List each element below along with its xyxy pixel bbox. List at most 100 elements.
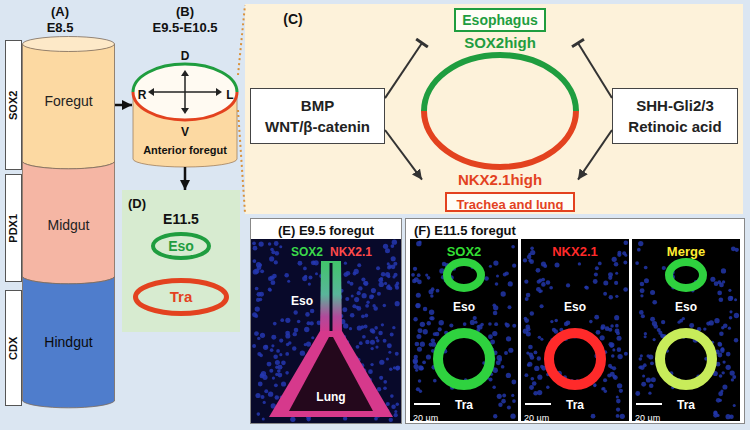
nucleus	[439, 320, 444, 325]
nucleus	[554, 319, 558, 323]
nucleus	[660, 334, 663, 337]
nucleus	[275, 373, 278, 376]
nucleus	[263, 345, 268, 350]
nucleus	[394, 410, 397, 413]
nucleus	[603, 292, 607, 296]
nucleus	[546, 385, 550, 389]
nucleus	[502, 394, 506, 398]
nucleus	[648, 354, 653, 359]
nucleus	[734, 338, 738, 342]
nucleus	[345, 271, 350, 276]
nucleus	[395, 352, 399, 356]
nucleus	[722, 280, 725, 283]
text-slot: (C)	[273, 10, 313, 28]
nucleus	[389, 418, 393, 422]
nuclei	[523, 240, 628, 418]
nucleus	[508, 281, 513, 286]
nucleus	[345, 297, 349, 301]
nucleus	[413, 317, 417, 321]
nucleus	[527, 255, 532, 260]
text-slot: E8.5	[35, 18, 85, 36]
nucleus	[275, 251, 279, 255]
nucleus	[644, 266, 648, 270]
nucleus	[529, 259, 534, 264]
nucleus	[386, 357, 389, 360]
nucleus	[617, 383, 622, 388]
nucleus	[601, 387, 604, 390]
text-slot: (B)	[145, 2, 225, 20]
nucleus	[370, 363, 373, 366]
nucleus	[293, 310, 297, 314]
nucleus	[635, 391, 640, 396]
cylinder-cap	[23, 37, 115, 52]
nucleus	[257, 412, 261, 416]
nucleus	[612, 257, 617, 262]
nucleus	[436, 289, 440, 293]
node-text: Eso	[453, 301, 475, 315]
stage-panel: (D)E11.5EsoTra	[122, 190, 240, 332]
nucleus	[716, 414, 719, 417]
nucleus	[608, 364, 612, 368]
nucleus	[731, 246, 736, 251]
scale-bar	[636, 403, 662, 405]
text-slot: Tra	[555, 395, 595, 413]
esophageal-arc	[424, 55, 576, 111]
nucleus	[525, 297, 529, 301]
node-text: E11.5	[163, 211, 199, 227]
nucleus	[384, 282, 387, 285]
nucleus	[537, 390, 542, 395]
micrograph-panel: NKX2.1EsoTra20 µm	[521, 239, 629, 421]
node-text: Tra	[566, 399, 584, 413]
nucleus	[612, 348, 615, 351]
nucleus	[564, 322, 568, 326]
nucleus	[600, 335, 605, 340]
marker-tag: PDX1	[5, 174, 22, 282]
node-text: SOX2	[7, 90, 20, 119]
nucleus	[268, 391, 273, 396]
node-text: Tra	[677, 399, 695, 413]
nucleus	[259, 241, 264, 246]
node-text: SHH-Gli2/3	[636, 97, 714, 114]
nucleus	[342, 307, 347, 312]
nucleus	[415, 303, 420, 308]
nucleus	[306, 342, 311, 347]
nucleus	[286, 343, 289, 346]
nucleus	[728, 296, 733, 301]
nucleus	[392, 275, 395, 278]
nucleus	[381, 323, 384, 326]
nucleus	[395, 365, 400, 370]
nucleus	[600, 326, 604, 330]
nucleus	[713, 411, 717, 415]
nucleus	[253, 259, 257, 263]
nucleus	[385, 248, 390, 253]
nucleus	[386, 402, 390, 406]
nucleus	[292, 346, 296, 350]
signal-box: SHH-Gli2/3Retinoic acid	[612, 88, 738, 144]
text-slot: 20 µm	[413, 407, 449, 425]
nucleus	[550, 320, 553, 323]
nucleus	[416, 241, 421, 246]
nucleus	[383, 244, 388, 249]
nucleus	[729, 310, 732, 313]
nucleus	[415, 303, 420, 308]
nucleus	[285, 352, 289, 356]
nucleus	[387, 343, 392, 348]
nucleus	[507, 406, 511, 410]
text-slot: E9.5-E10.5	[140, 18, 230, 36]
text-slot: Eso	[287, 291, 317, 309]
nucleus	[351, 294, 354, 297]
nucleus	[649, 383, 654, 388]
nucleus	[263, 401, 266, 404]
nucleus	[258, 263, 262, 267]
nucleus	[356, 345, 360, 349]
nucleus	[257, 337, 260, 340]
nucleus	[279, 338, 283, 342]
nucleus	[527, 362, 532, 367]
text-slot: Foregut	[22, 92, 115, 110]
nuclei	[411, 241, 516, 419]
nucleus	[616, 399, 621, 404]
nucleus	[528, 352, 533, 357]
nucleus	[383, 339, 387, 343]
nucleus	[498, 403, 502, 407]
